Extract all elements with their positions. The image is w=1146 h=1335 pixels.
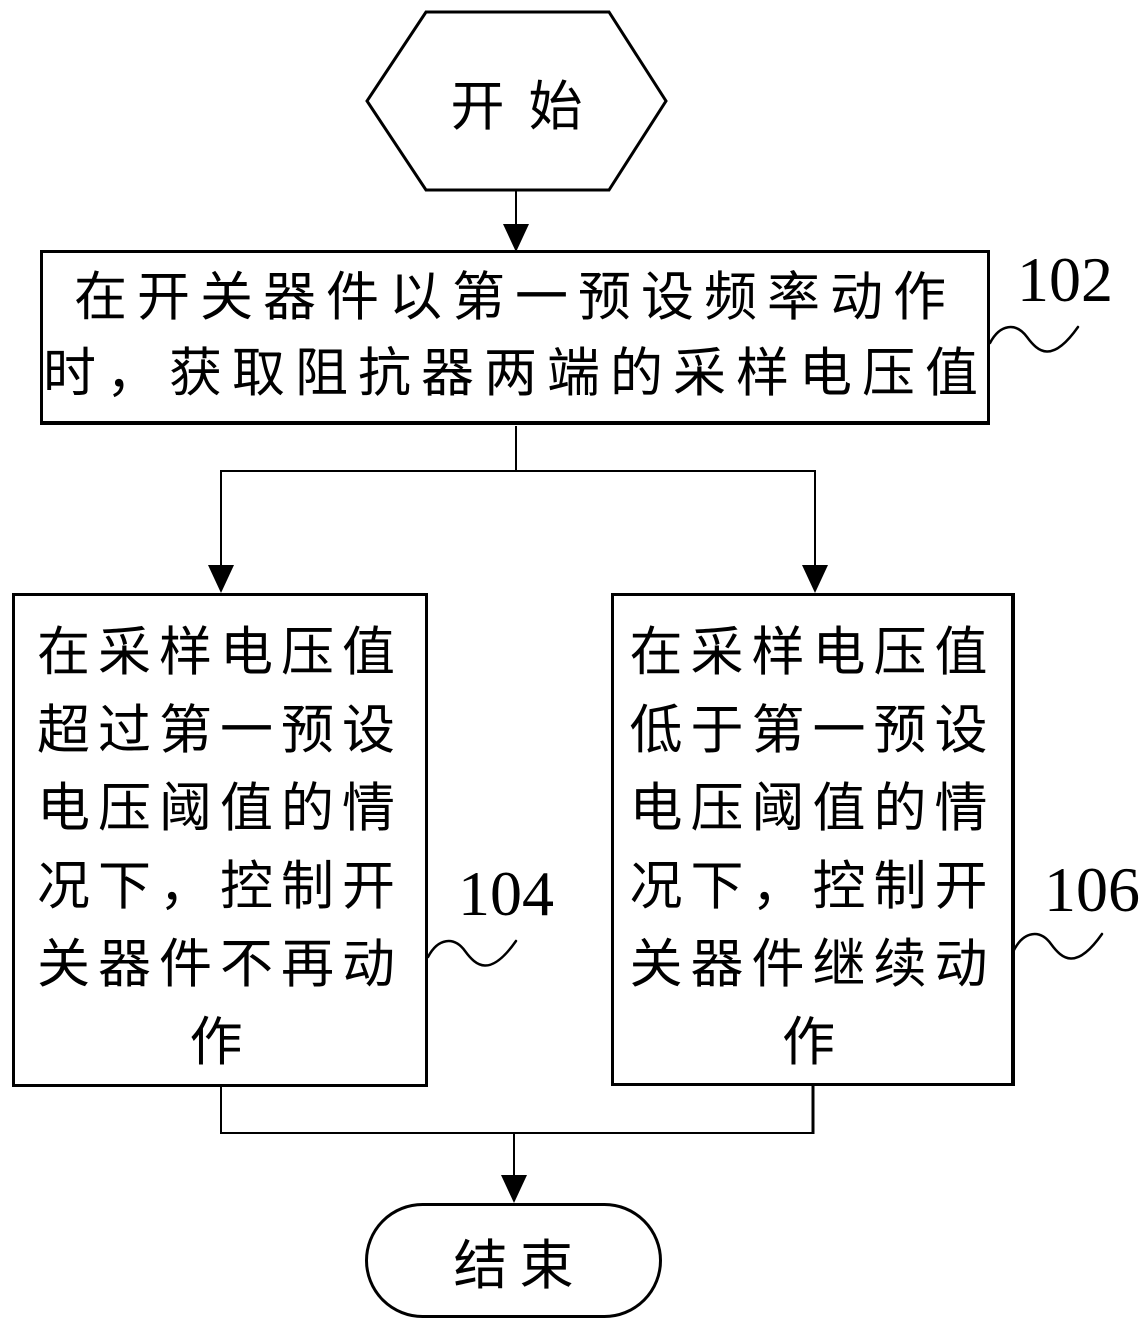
- step-number-106: 106: [1044, 854, 1140, 925]
- squiggle-106-icon: [1012, 932, 1104, 960]
- arrowhead-into-end-icon: [501, 1175, 527, 1203]
- process-106-text-line: 在采样电压值: [629, 624, 996, 682]
- step-number-102: 102: [1017, 244, 1113, 315]
- end-node-label: 结束: [453, 1236, 586, 1296]
- arrowhead-into-106-icon: [802, 565, 828, 593]
- process-box-104: 在采样电压值 超过第一预设 电压阈值的情 况下，控制开 关器件不再动 作: [12, 593, 428, 1087]
- process-106-text-line: 电压阈值的情: [629, 780, 996, 838]
- process-106-text-line: 关器件继续动: [629, 936, 996, 994]
- process-104-text-line: 在采样电压值: [37, 624, 403, 682]
- squiggle-104-icon: [426, 939, 518, 967]
- process-104-text-line: 作: [189, 1014, 251, 1072]
- step-number-104: 104: [458, 858, 554, 929]
- process-102-text-line: 时，获取阻抗器两端的采样电压值: [43, 345, 988, 403]
- arrowhead-into-102-icon: [503, 224, 529, 252]
- arrowhead-into-104-icon: [208, 565, 234, 593]
- process-104-text-line: 电压阈值的情: [37, 780, 403, 838]
- process-104-text-line: 关器件不再动: [37, 936, 403, 994]
- process-box-106: 在采样电压值 低于第一预设 电压阈值的情 况下，控制开 关器件继续动 作: [611, 593, 1015, 1086]
- process-box-102: 在开关器件以第一预设频率动作 时，获取阻抗器两端的采样电压值: [40, 250, 990, 425]
- process-106-text-line: 作: [782, 1014, 843, 1072]
- process-102-text-line: 在开关器件以第一预设频率动作: [74, 269, 956, 327]
- squiggle-102-icon: [988, 325, 1080, 353]
- process-104-text-line: 超过第一预设: [37, 702, 403, 760]
- process-106-text-line: 低于第一预设: [629, 702, 996, 760]
- end-node-shape: 结束: [365, 1203, 662, 1318]
- process-104-text-line: 况下，控制开: [37, 858, 403, 916]
- start-node-label: 开始: [450, 76, 607, 137]
- start-hexagon-shape: [365, 10, 668, 192]
- process-106-text-line: 况下，控制开: [629, 858, 996, 916]
